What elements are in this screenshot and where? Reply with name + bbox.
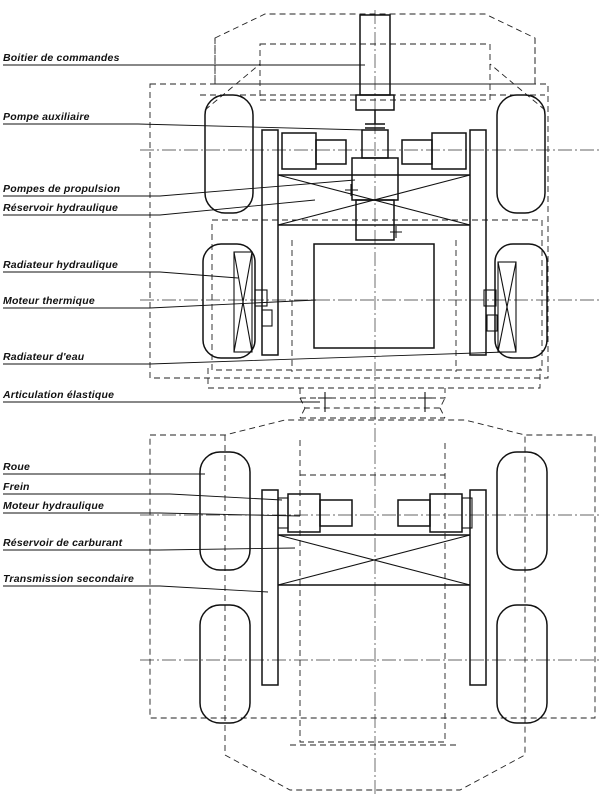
label-moteur-thermique: Moteur thermique <box>3 295 317 309</box>
svg-text:Radiateur hydraulique: Radiateur hydraulique <box>3 259 118 271</box>
svg-text:Pompe auxiliaire: Pompe auxiliaire <box>3 111 90 123</box>
label-boitier: Boitier de commandes <box>3 52 365 66</box>
label-frein: Frein <box>3 481 283 501</box>
svg-text:Roue: Roue <box>3 461 30 473</box>
svg-text:Réservoir de carburant: Réservoir de carburant <box>3 537 123 549</box>
front-frame <box>254 14 498 356</box>
svg-text:Articulation élastique: Articulation élastique <box>2 389 114 401</box>
svg-text:Radiateur d'eau: Radiateur d'eau <box>3 351 85 363</box>
wheel-front-right-upper <box>496 94 546 214</box>
wheel-rear-right-upper <box>496 451 548 571</box>
svg-text:Moteur hydraulique: Moteur hydraulique <box>3 500 104 512</box>
label-radiateur-hydraulique: Radiateur hydraulique <box>3 259 239 279</box>
label-transmission-secondaire: Transmission secondaire <box>3 573 269 593</box>
label-articulation: Articulation élastique <box>2 389 320 403</box>
wheel-rear-right-lower <box>496 604 548 724</box>
label-radiateur-eau: Radiateur d'eau <box>3 351 506 365</box>
svg-text:Transmission secondaire: Transmission secondaire <box>3 573 134 585</box>
wheel-rear-left-upper <box>199 451 251 571</box>
svg-text:Boitier de commandes: Boitier de commandes <box>3 52 120 64</box>
rear-wheels <box>199 451 548 724</box>
wheel-rear-left-lower <box>199 604 251 724</box>
rear-frame <box>261 489 487 686</box>
center-lines <box>140 10 600 795</box>
articulation-joint <box>299 392 446 419</box>
label-reservoir-carburant: Réservoir de carburant <box>3 537 296 551</box>
label-reservoir-hydraulique: Réservoir hydraulique <box>3 199 316 216</box>
hydraulic-radiators <box>233 251 517 353</box>
label-moteur-hydraulique: Moteur hydraulique <box>3 500 301 517</box>
label-roue: Roue <box>3 461 205 475</box>
svg-text:Moteur thermique: Moteur thermique <box>3 295 95 307</box>
wheel-front-right-lower <box>494 243 548 359</box>
wheel-front-left-upper <box>204 94 254 214</box>
rear-chassis-outline <box>149 419 596 791</box>
svg-text:Pompes de propulsion: Pompes de propulsion <box>3 183 120 195</box>
label-pompes-propulsion: Pompes de propulsion <box>3 179 356 197</box>
label-pompe-auxiliaire: Pompe auxiliaire <box>3 111 366 131</box>
wheel-front-left-lower <box>202 243 256 359</box>
svg-text:Réservoir hydraulique: Réservoir hydraulique <box>3 202 118 214</box>
front-chassis-outline <box>149 13 549 399</box>
svg-text:Frein: Frein <box>3 481 30 493</box>
